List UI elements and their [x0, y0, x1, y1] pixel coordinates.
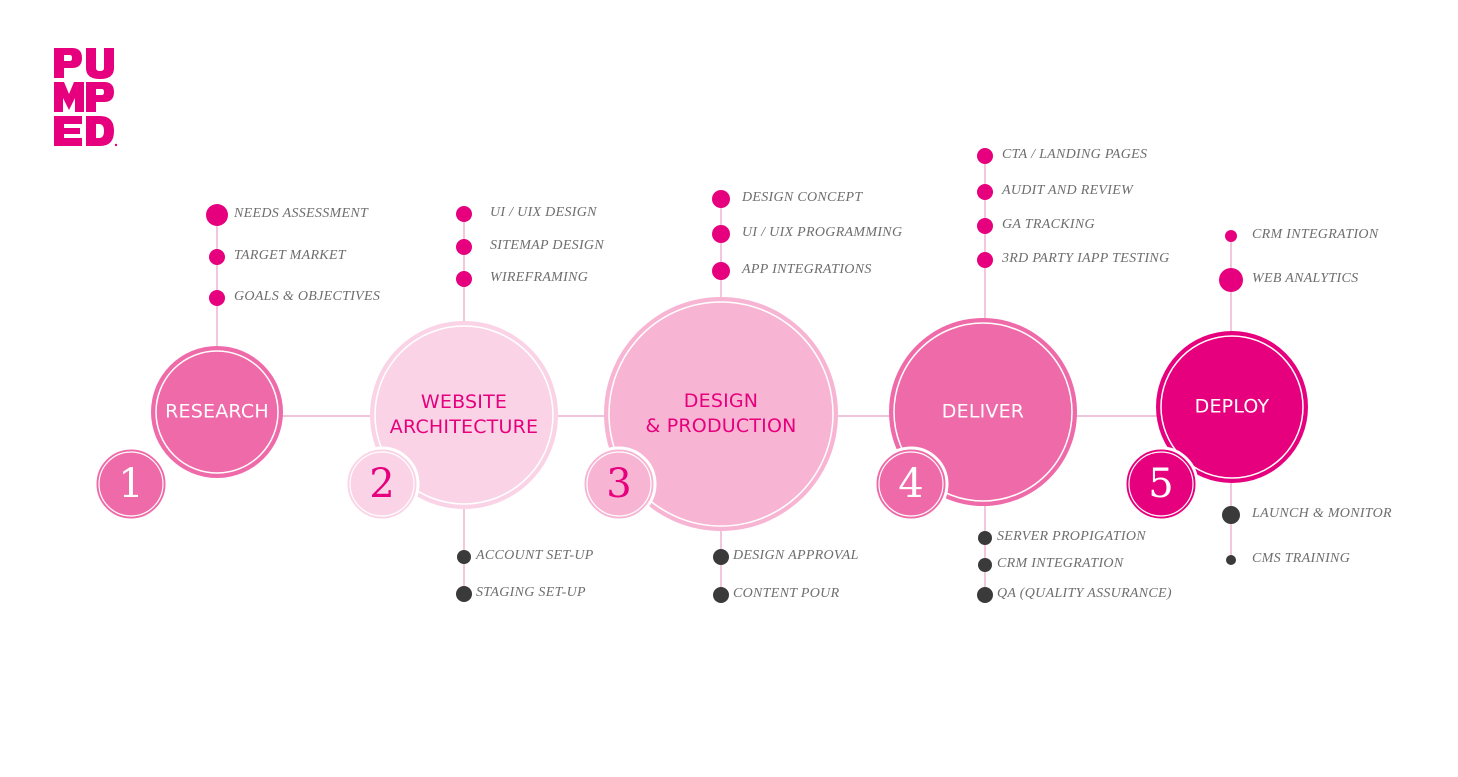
- stage-5-badge-ring: [1128, 451, 1194, 517]
- stage-2-circle-ring: [374, 325, 554, 505]
- stage-2-label-line: WEBSITE: [420, 391, 508, 413]
- stage-3-task-below: CONTENT POUR: [733, 586, 840, 601]
- stage-5-below-dot: [1226, 555, 1236, 565]
- stage-1-badge-ring: [98, 451, 164, 517]
- stage-2-below-dot: [457, 550, 471, 564]
- stage-1-above-dot: [206, 204, 228, 226]
- stage-1-badge: [93, 446, 169, 522]
- stage-2-badge: [344, 446, 420, 522]
- stage-2-label: WEBSITE ARCHITECTURE: [390, 390, 538, 440]
- stage-4-above-dot: [977, 252, 993, 268]
- stage-3-above-dot: [712, 190, 730, 208]
- pumped-logo: [52, 46, 120, 150]
- stage-1-task-above: NEEDS ASSESSMENT: [234, 206, 369, 221]
- stage-5-badge: [1123, 446, 1199, 522]
- stage-5-task-above: CRM INTEGRATION: [1252, 227, 1379, 242]
- stage-2-badge-ring: [349, 451, 415, 517]
- stage-3-below-dot: [713, 587, 729, 603]
- stage-1-number: 1: [118, 461, 144, 507]
- stage-5-circle-ring: [1160, 335, 1304, 479]
- stage-5-below-dot: [1222, 506, 1240, 524]
- stage-3-badge-ring: [586, 451, 652, 517]
- stage-1-label: RESEARCH: [165, 400, 269, 425]
- stage-4-label-line: DELIVER: [941, 400, 1025, 423]
- pumped-logo-mark: [54, 48, 118, 147]
- stage-4-below-dot: [978, 558, 992, 572]
- stage-4-task-below: CRM INTEGRATION: [997, 556, 1124, 571]
- stage-3-circle-ring: [608, 301, 834, 527]
- stage-4-above-dot: [977, 184, 993, 200]
- stage-2-task-above: UI / UIX DESIGN: [490, 205, 597, 220]
- stage-3-task-below: DESIGN APPROVAL: [733, 548, 859, 563]
- stage-1-circle: [151, 346, 283, 478]
- stage-2-task-above: SITEMAP DESIGN: [490, 238, 604, 253]
- stage-3-label-line: DESIGN: [683, 390, 759, 412]
- stage-4-task-above: 3RD PARTY IAPP TESTING: [1002, 251, 1170, 266]
- stage-1-circle-ring: [155, 350, 279, 474]
- stage-5-number: 5: [1148, 461, 1174, 507]
- stage-4-below-dot: [978, 531, 992, 545]
- stage-3-above-dot: [712, 225, 730, 243]
- stage-3-below-dot: [713, 549, 729, 565]
- stage-5-task-below: CMS TRAINING: [1252, 551, 1351, 566]
- stage-3-number: 3: [606, 461, 632, 507]
- stage-4-task-above: AUDIT AND REVIEW: [1002, 183, 1134, 198]
- stage-3-task-above: UI / UIX PROGRAMMING: [742, 225, 903, 240]
- stage-4-badge: [873, 446, 949, 522]
- stage-3-label-line: & PRODUCTION: [645, 415, 797, 437]
- stage-1-task-above: TARGET MARKET: [234, 248, 346, 263]
- stage-2-below-dot: [456, 586, 472, 602]
- stage-2-task-above: WIREFRAMING: [490, 270, 589, 285]
- stage-5-above-dot: [1219, 268, 1243, 292]
- stage-5-circle: [1156, 331, 1308, 483]
- stage-3-circle: [604, 297, 838, 531]
- stage-2-above-dot: [456, 271, 472, 287]
- stage-3-task-above: APP INTEGRATIONS: [742, 262, 872, 277]
- stage-2-number: 2: [369, 461, 395, 507]
- stage-4-badge-ring: [878, 451, 944, 517]
- stage-2-label-line: ARCHITECTURE: [389, 416, 539, 438]
- stage-4-task-above: CTA / LANDING PAGES: [1002, 147, 1148, 162]
- stage-3-above-dot: [712, 262, 730, 280]
- stage-4-below-dot: [977, 587, 993, 603]
- stage-4-task-above: GA TRACKING: [1002, 217, 1095, 232]
- stage-3-task-above: DESIGN CONCEPT: [742, 190, 863, 205]
- stage-4-number: 4: [898, 461, 924, 507]
- stage-4-task-below: SERVER PROPIGATION: [997, 529, 1146, 544]
- stage-3-badge: [581, 446, 657, 522]
- stage-2-circle: [370, 321, 558, 509]
- stage-4-label: DELIVER: [942, 400, 1024, 425]
- stage-4-above-dot: [977, 218, 993, 234]
- stage-2-task-below: STAGING SET-UP: [476, 585, 586, 600]
- stage-1-above-dot: [209, 249, 225, 265]
- stage-4-task-below: QA (QUALITY ASSURANCE): [997, 586, 1172, 601]
- stage-4-above-dot: [977, 148, 993, 164]
- stage-4-circle-ring: [893, 322, 1073, 502]
- stage-1-label-line: RESEARCH: [165, 400, 269, 423]
- stage-5-task-below: LAUNCH & MONITOR: [1252, 506, 1392, 521]
- stage-5-above-dot: [1225, 230, 1237, 242]
- stage-2-task-below: ACCOUNT SET-UP: [476, 548, 594, 563]
- stage-5-label-line: DEPLOY: [1194, 395, 1270, 418]
- stage-2-above-dot: [456, 239, 472, 255]
- stage-2-above-dot: [456, 206, 472, 222]
- stage-3-label: DESIGN & PRODUCTION: [645, 389, 796, 439]
- stage-1-above-dot: [209, 290, 225, 306]
- stage-5-task-above: WEB ANALYTICS: [1252, 271, 1359, 286]
- stage-5-label: DEPLOY: [1195, 395, 1270, 420]
- stage-1-task-above: GOALS & OBJECTIVES: [234, 289, 381, 304]
